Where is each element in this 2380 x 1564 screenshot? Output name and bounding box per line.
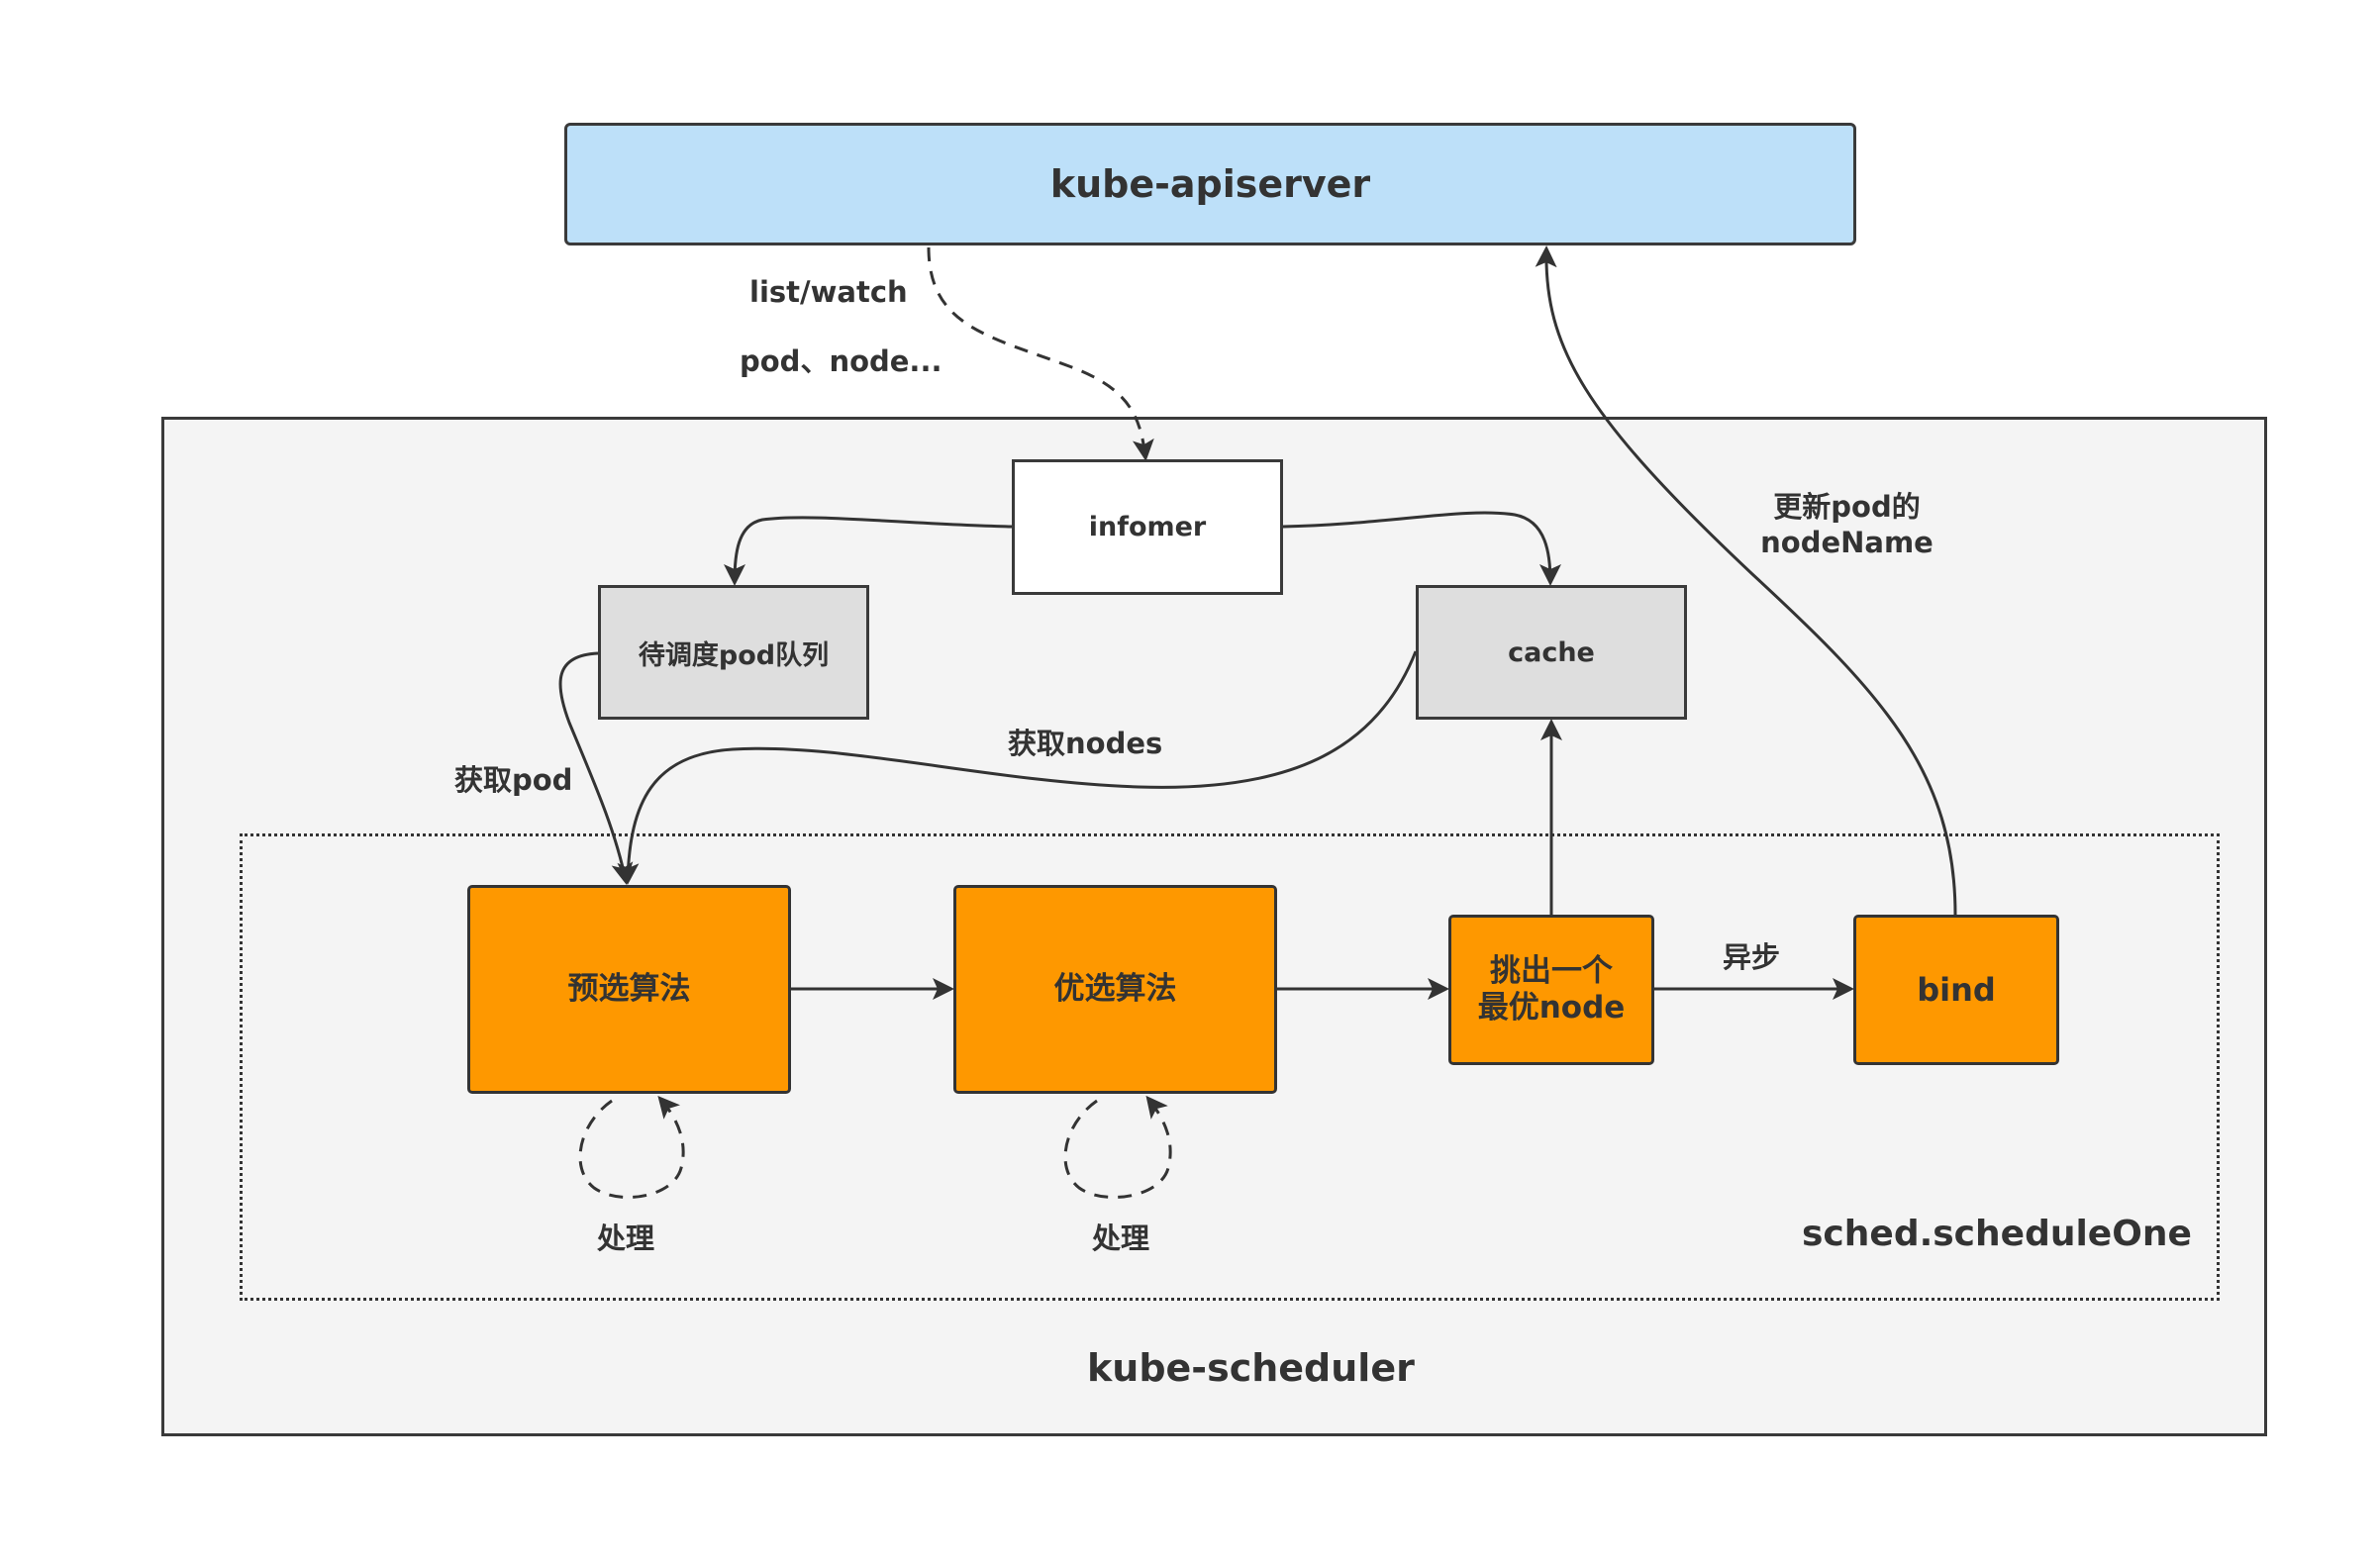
pick-best-node-label-line1: 挑出一个: [1490, 952, 1613, 989]
get-pod-label: 获取pod: [454, 763, 573, 797]
kube-apiserver-node: kube-apiserver: [564, 123, 1856, 245]
cache-to-predicate-edge: [617, 650, 1418, 885]
priority-algorithm-label: 优选算法: [1053, 970, 1177, 1007]
update-nodename-label: 更新pod的 nodeName: [1731, 489, 1963, 561]
informer-to-cache-edge: [1282, 511, 1561, 586]
informer-node: infomer: [1012, 459, 1283, 595]
priority-self-loop-edge: [1063, 1095, 1172, 1200]
predicate-self-loop-edge: [578, 1095, 685, 1200]
kube-scheduler-label: kube-scheduler: [1087, 1346, 1415, 1390]
pick-best-node-node: 挑出一个 最优node: [1448, 915, 1654, 1065]
get-nodes-label: 获取nodes: [1008, 727, 1163, 760]
async-label: 异步: [1723, 940, 1781, 974]
queue-to-predicate-edge: [558, 651, 634, 885]
pick-best-node-label: 挑出一个 最优node: [1478, 953, 1626, 1026]
bind-node: bind: [1853, 915, 2059, 1065]
predicate-process-label: 处理: [597, 1222, 655, 1255]
bind-to-apiserver-edge: [1535, 245, 1957, 916]
informer-to-queue-edge: [724, 516, 1013, 586]
schedule-one-label: sched.scheduleOne: [1802, 1214, 2192, 1254]
informer-label: infomer: [1088, 512, 1207, 542]
pending-pod-queue-node: 待调度pod队列: [598, 585, 869, 720]
bind-label: bind: [1917, 970, 1996, 1009]
priority-process-label: 处理: [1092, 1222, 1150, 1255]
predicate-algorithm-node: 预选算法: [467, 885, 791, 1094]
list-watch-edge: [927, 246, 1154, 461]
update-nodename-line2: nodeName: [1760, 526, 1934, 560]
cache-label: cache: [1508, 636, 1595, 668]
cache-node: cache: [1416, 585, 1687, 720]
predicate-algorithm-label: 预选算法: [567, 970, 691, 1007]
pod-node-label: pod、node...: [740, 344, 942, 378]
priority-algorithm-node: 优选算法: [953, 885, 1277, 1094]
pick-best-node-label-line2: 最优node: [1477, 990, 1626, 1026]
list-watch-label: list/watch: [749, 275, 908, 309]
kube-apiserver-label: kube-apiserver: [1049, 162, 1371, 206]
update-nodename-line1: 更新pod的: [1773, 490, 1921, 524]
schedule-one-frame: [240, 833, 2220, 1301]
pending-pod-queue-label: 待调度pod队列: [638, 639, 830, 671]
